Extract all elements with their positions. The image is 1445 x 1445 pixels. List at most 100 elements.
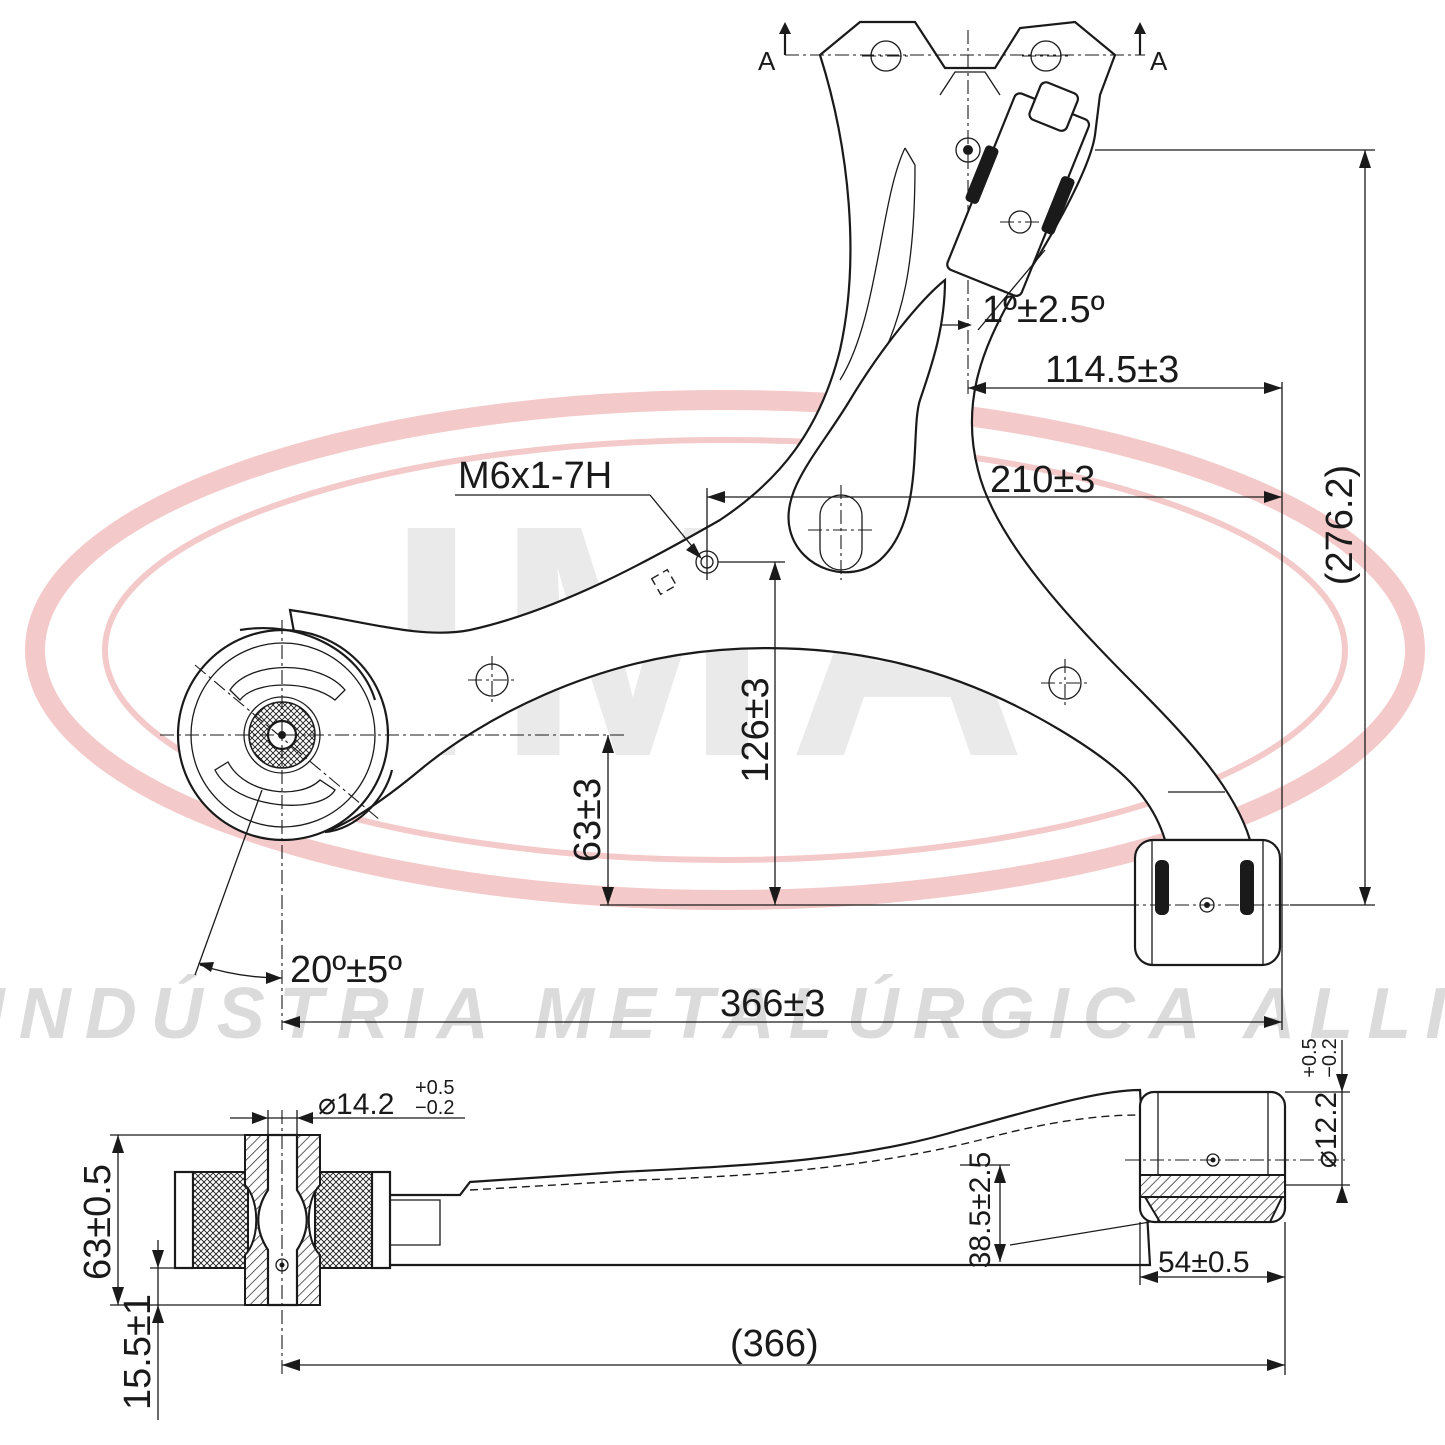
- dim-210-label: 210±3: [990, 459, 1095, 501]
- dim-126-label: 126±3: [735, 677, 777, 782]
- side-rear-boot: [1143, 1196, 1284, 1223]
- dim-angle-bushing-ray: [194, 789, 263, 976]
- rear-bushing: [1133, 838, 1282, 967]
- dim-38-ext-bottom: [1009, 1221, 1151, 1246]
- side-front-rubber-left: [192, 1171, 249, 1269]
- dim-114-label: 114.5±3: [1045, 349, 1179, 391]
- dim-angle-bracket-arrow: [958, 320, 972, 330]
- dim-angle-bushing-arrow-right: [266, 972, 282, 984]
- thread-hole-aux-square: [650, 568, 678, 596]
- dim-bore-14-arrow-right: [297, 1112, 313, 1124]
- dim-thread: M6x1-7H: [455, 455, 702, 559]
- dim-276-label: (276.2): [1319, 465, 1361, 585]
- dim-366-side-arrow-left: [282, 1359, 300, 1371]
- dim-366-side-label: (366): [730, 1323, 819, 1365]
- dim-bore-12: ⌀12.2 +0.5 −0.2: [1285, 1038, 1350, 1203]
- rear-bushing-outline: [1151, 840, 1264, 965]
- side-arm-lip: [388, 1199, 441, 1246]
- dim-114: 114.5±3: [968, 349, 1282, 394]
- front-bushing-void-top: [229, 666, 346, 701]
- dim-366-top-arrow-right: [1264, 1016, 1282, 1028]
- dim-angle-bracket-label: 1º±2.5º: [982, 289, 1105, 331]
- dim-366-top-arrow-left: [282, 1016, 300, 1028]
- dim-63-top-arrow-bottom: [602, 887, 614, 905]
- rear-bracket-bush-right: [1041, 176, 1075, 235]
- dim-54-label: 54±0.5: [1158, 1246, 1250, 1279]
- rear-bushing-seal-left: [1155, 860, 1169, 915]
- top-view: A A: [160, 20, 1375, 1030]
- dim-126-arrow-top: [769, 562, 781, 580]
- dim-54: 54±0.5: [1139, 1222, 1286, 1285]
- dim-63-side-arrow-top: [112, 1135, 124, 1153]
- side-arm-hidden-edge: [469, 1114, 1141, 1191]
- front-bushing-center: [278, 731, 286, 739]
- dim-bore-12-arrow-top: [1336, 1074, 1348, 1092]
- dim-bore-12-base: ⌀12.2: [1310, 1092, 1343, 1168]
- front-bushing-axis-skew: [194, 664, 381, 821]
- side-arm-body: [378, 1088, 1152, 1267]
- dim-bore-14-tol-plus: +0.5: [415, 1077, 454, 1099]
- side-front-outer-shell-left: [173, 1170, 195, 1270]
- dim-276: (276.2): [1095, 149, 1375, 906]
- dim-bore-14-tol-minus: −0.2: [415, 1097, 454, 1119]
- dim-bore-12-tol-plus: +0.5: [1299, 1038, 1321, 1077]
- dim-63-top-label: 63±3: [567, 778, 609, 862]
- dim-276-arrow-top: [1359, 150, 1371, 168]
- dim-bore-12-arrow-bottom: [1336, 1185, 1348, 1203]
- watermark-ring-inner: [102, 437, 1348, 863]
- front-bushing-clip: [239, 627, 394, 834]
- dim-63-top: 63±3: [567, 735, 614, 905]
- section-arrow-right-head: [1134, 22, 1146, 34]
- rear-bracket: [946, 81, 1091, 297]
- front-bushing-void-bottom: [214, 761, 336, 806]
- section-marker: A A: [758, 22, 1168, 76]
- dim-114-arrow-left: [968, 382, 986, 394]
- dim-15-arrow-top: [152, 1250, 164, 1268]
- dim-210-arrow-right: [1264, 491, 1282, 503]
- dim-bore-12-tol-minus: −0.2: [1319, 1038, 1341, 1077]
- section-label-left: A: [758, 46, 776, 76]
- dim-366-side-arrow-right: [1267, 1359, 1285, 1371]
- dim-366-top-label: 366±3: [720, 983, 825, 1025]
- dim-63-side-label: 63±0.5: [77, 1164, 119, 1280]
- side-front-outer-shell-right: [370, 1170, 392, 1270]
- dim-15: 15.5±1: [117, 1240, 175, 1420]
- top-notch: [939, 71, 1001, 96]
- dim-angle-bushing-arrow-left: [198, 962, 214, 972]
- dim-114-arrow-right: [1264, 382, 1282, 394]
- dim-63-side: 63±0.5: [77, 1134, 245, 1306]
- dim-thread-label: M6x1-7H: [458, 455, 612, 497]
- watermark-ring-outer: [25, 390, 1425, 910]
- section-arrow-left-head: [779, 22, 791, 34]
- dim-38-label: 38.5±2.5: [964, 1152, 997, 1269]
- dim-thread-arrow: [686, 543, 702, 559]
- dim-366-side: (366): [282, 1285, 1286, 1375]
- dim-63-side-arrow-bottom: [112, 1287, 124, 1305]
- front-bushing: [176, 628, 390, 842]
- thread-hole-aux: [650, 568, 678, 596]
- dim-38-arrow-bottom: [994, 1244, 1006, 1262]
- dim-276-arrow-bottom: [1359, 887, 1371, 905]
- dim-bore-14-base: ⌀14.2: [318, 1088, 394, 1121]
- rear-bushing-seal-right: [1240, 860, 1254, 915]
- dim-126-arrow-bottom: [769, 887, 781, 905]
- dim-bore-14: ⌀14.2 +0.5 −0.2: [230, 1077, 465, 1135]
- dim-angle-bushing: 20º±5º: [194, 789, 402, 991]
- dim-54-arrow-left: [1140, 1271, 1158, 1283]
- side-rear-plate: [1139, 1174, 1286, 1198]
- dim-210-arrow-left: [707, 491, 725, 503]
- dim-210: 210±3: [706, 459, 1282, 580]
- watermark-company: INDÚSTRIA METALÚRGICA ALLI: [0, 974, 1445, 1054]
- side-front-rubber-right: [314, 1171, 373, 1269]
- dim-366-top: 366±3: [282, 983, 1282, 1028]
- dim-bore-14-arrow-left: [252, 1112, 268, 1124]
- dim-38-arrow-top: [994, 1165, 1006, 1183]
- dim-angle-bracket: 1º±2.5º: [940, 249, 1105, 331]
- dim-angle-bracket-ray: [977, 249, 1046, 331]
- rear-bracket-tab: [1028, 81, 1080, 132]
- dim-15-label: 15.5±1: [117, 1294, 159, 1410]
- dim-angle-bushing-label: 20º±5º: [290, 949, 402, 991]
- section-label-right: A: [1150, 46, 1168, 76]
- dim-54-arrow-right: [1267, 1271, 1285, 1283]
